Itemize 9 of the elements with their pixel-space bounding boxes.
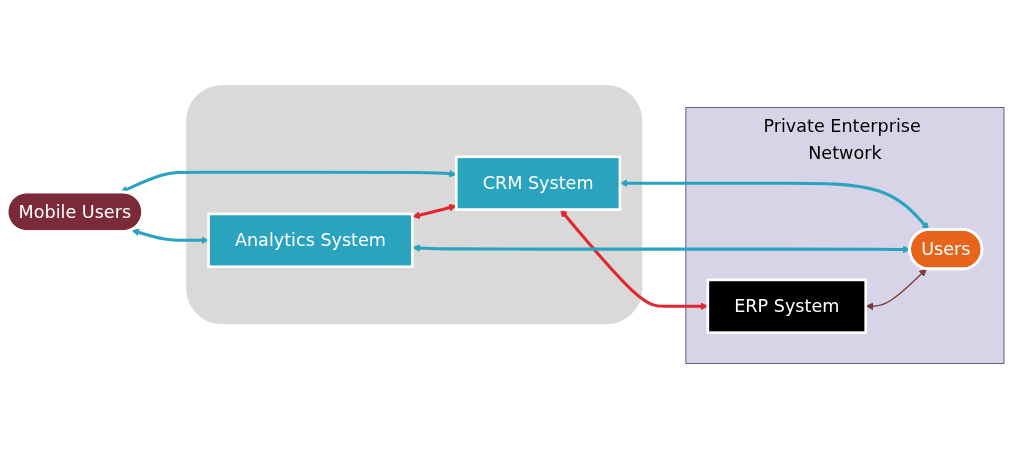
arrow xyxy=(619,179,930,231)
arrow xyxy=(120,169,457,193)
node-box: Analytics System xyxy=(207,212,414,269)
arrow xyxy=(412,203,457,219)
node-box: ERP System xyxy=(706,278,868,334)
cluster xyxy=(186,85,643,325)
node-box: CRM System xyxy=(455,155,622,211)
arrow xyxy=(865,268,927,311)
arrow xyxy=(131,228,209,245)
